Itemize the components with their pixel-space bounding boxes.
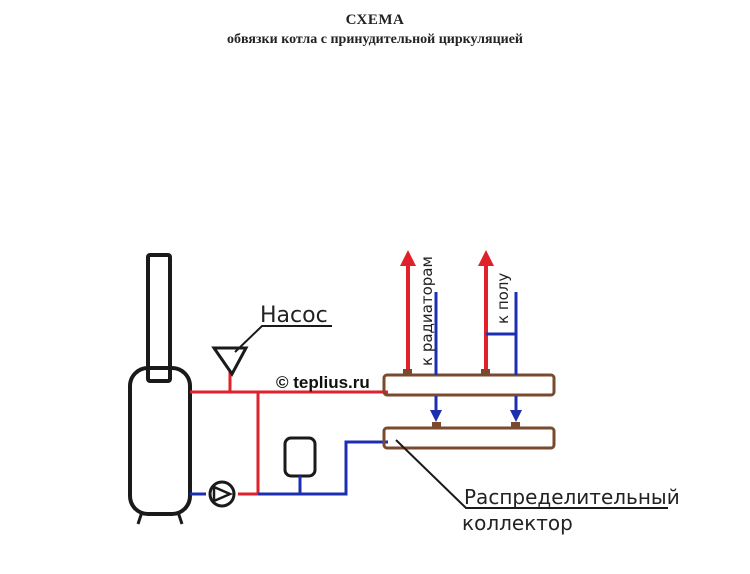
collector-nub-3 — [432, 422, 441, 429]
return-collector — [382, 426, 556, 450]
collector-nub-4 — [511, 422, 520, 429]
watermark: © teplius.ru — [276, 373, 370, 392]
collector-nub-1 — [403, 369, 412, 376]
boiler-body — [128, 366, 192, 516]
diagram-title: СХЕМА — [345, 12, 405, 28]
pump-symbol — [211, 346, 249, 377]
supply-collector — [382, 373, 556, 397]
collector-label-line1: Распределительный — [464, 485, 680, 509]
circulation-pump — [208, 480, 236, 508]
boiler-legs — [136, 511, 184, 525]
pump-label: Насос — [260, 303, 328, 328]
circulation-pump-triangle — [212, 485, 234, 503]
pump-leader-line — [234, 325, 332, 353]
collector-leader-line — [395, 439, 668, 509]
collector-label-line2: коллектор — [462, 511, 573, 535]
diagram-subtitle: обвязки котла с принудительной циркуляци… — [226, 32, 524, 47]
expansion-tank — [283, 436, 317, 478]
floor-return-pipe — [486, 292, 518, 375]
return-main-pipe — [190, 440, 388, 496]
boiler-chimney — [146, 253, 172, 383]
to-radiators-label: к радиаторам — [418, 256, 436, 366]
collector-nub-2 — [481, 369, 490, 376]
to-floor-label: к полу — [494, 273, 512, 324]
